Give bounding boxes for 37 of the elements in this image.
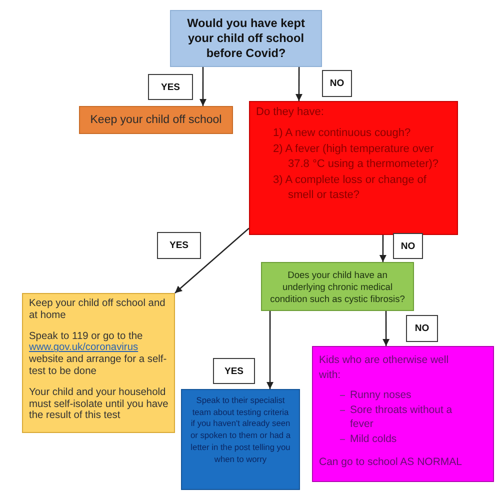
advice-box [181,389,300,490]
symptom-list-item: 3) A complete loss or change of smell or taste? [273,172,428,203]
action-box [79,106,233,134]
advice-text: Can go to school AS NORMAL [319,455,463,470]
instruction-text: website and arrange for a self-test to be done [29,354,168,378]
edge-label: YES [148,74,193,100]
web-link: www.gov.uk/coronavirus [29,342,138,354]
instruction-text: Speak to 119 or go to the [29,330,144,342]
question-box [170,10,322,67]
arrow [199,67,206,106]
edge-label: YES [157,232,201,259]
edge-label: NO [393,233,423,259]
symptom-list-item: 1) A new continuous cough? [273,126,412,141]
action-text: Keep your child off school [90,113,222,127]
list-item-text: Mild colds [350,432,397,446]
question-box [261,262,414,311]
arrow [382,311,390,346]
list-item-text: Sore throats without a fever [350,402,454,432]
arrow [174,228,250,294]
advice-text: Speak to their specialist team about testing criteria if you haven't already seen or spoken to them or had a letter in the post telling you when to worry [190,395,291,466]
instruction-text: Your child and your household must self-isolate until you have the result of this test [29,386,170,422]
symptom-question-box [249,101,458,235]
action-box [22,293,175,433]
edge-label: YES [213,358,255,384]
advice-heading: Kids who are otherwise well with: [319,353,450,382]
arrow [266,311,274,389]
list-item-text: Runny noses [350,388,412,402]
arrow [379,235,386,262]
instruction-text: Keep your child off school and at home [29,298,166,322]
symptom-list-item: 2) A fever (high temperature over 37.8 °C using a thermometer)? [273,142,440,172]
advice-box [312,346,494,482]
edge-label: NO [322,70,352,97]
question-heading: Do they have: [256,105,325,120]
arrow [295,67,302,101]
question-text: Would you have kept your child off school before Covid? [186,16,306,61]
edge-label: NO [406,315,438,342]
question-text: Does your child have an underlying chronic medical condition such as cystic fibrosis? [269,268,406,304]
